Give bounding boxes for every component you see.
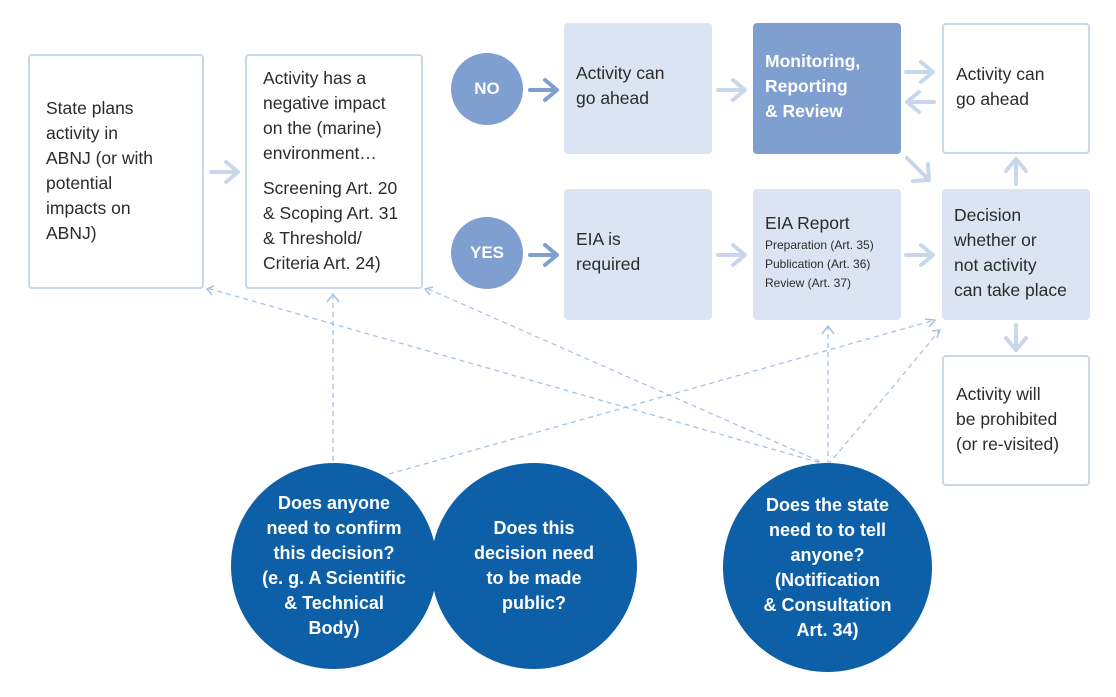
text-line: Activity can xyxy=(956,64,1045,84)
text-line: Criteria Art. 24) xyxy=(263,253,381,273)
text-line: on the (marine) xyxy=(263,118,382,138)
text-line: be prohibited xyxy=(956,409,1058,429)
text-line: State plans xyxy=(46,98,134,118)
circle-tell-anyone: Does the state need to to tell anyone? (… xyxy=(723,463,932,672)
box-go-ahead-1: Activity can go ahead xyxy=(564,23,712,154)
arrow-decision-to-goahead xyxy=(1004,157,1028,186)
box-monitoring: Monitoring, Reporting & Review xyxy=(753,23,901,154)
text-line: whether or xyxy=(954,230,1037,250)
pill-no: NO xyxy=(451,53,523,125)
text-line: Does the state xyxy=(765,494,890,515)
arrow-state-to-impact xyxy=(209,160,240,184)
eia-report-item: Publication (Art. 36) xyxy=(765,257,871,271)
eia-report-item: Review (Art. 37) xyxy=(765,276,852,290)
pill-yes-label: YES xyxy=(469,243,505,262)
text-line: & Review xyxy=(765,101,843,121)
text-line: anyone? xyxy=(790,544,865,565)
pill-yes: YES xyxy=(451,217,523,289)
box-eia-required: EIA is required xyxy=(564,189,712,320)
text-line: Does this xyxy=(493,518,575,538)
text-line: to be made xyxy=(486,568,582,588)
eia-report-item: Preparation (Art. 35) xyxy=(765,238,874,252)
text-line: & Technical xyxy=(284,593,384,613)
text-line: need to confirm xyxy=(266,518,402,538)
text-line: ABNJ) xyxy=(46,223,97,243)
text-line: Screening Art. 20 xyxy=(263,178,398,198)
text-line: go ahead xyxy=(956,89,1029,109)
text-line: & Consultation xyxy=(763,594,892,615)
text-line: public? xyxy=(501,593,566,613)
circle-confirm-decision: Does anyone need to confirm this decisio… xyxy=(231,463,437,669)
arrow-monitoring-to-decision xyxy=(905,156,931,183)
box-eia-report: EIA Report Preparation (Art. 35) Publica… xyxy=(753,189,901,320)
text-line: Art. 34) xyxy=(796,619,859,640)
arrow-yes-to-eia xyxy=(528,243,559,267)
text-line: Activity can xyxy=(576,63,665,83)
text-line: & Threshold/ xyxy=(263,228,362,248)
arrow-goahead-back-to-monitoring xyxy=(905,90,936,114)
box-decision: Decision whether or not activity can tak… xyxy=(942,189,1090,320)
text-line: impacts on xyxy=(46,198,131,218)
text-line: Decision xyxy=(954,205,1022,225)
text-line: Activity will xyxy=(956,384,1041,404)
text-line: potential xyxy=(46,173,113,193)
text-line: need to to tell xyxy=(769,519,886,540)
text-line: (e. g. A Scientific xyxy=(262,568,406,588)
text-line: (or re-visited) xyxy=(956,434,1060,454)
arrow-report-to-decision xyxy=(904,243,935,267)
eia-report-title: EIA Report xyxy=(765,213,850,233)
text-line: Reporting xyxy=(765,76,848,96)
dashed-connectors xyxy=(206,287,941,475)
text-line: not activity xyxy=(954,255,1037,275)
text-line: decision need xyxy=(473,543,595,563)
arrow-goahead-to-monitoring xyxy=(716,78,747,102)
text-line: (Notification xyxy=(775,569,880,590)
circle-made-public: Does this decision need to be made publi… xyxy=(431,463,637,669)
text-line: Activity has a xyxy=(263,68,367,88)
text-line: environment… xyxy=(263,143,377,163)
text-line: Does anyone xyxy=(277,493,391,513)
text-line: activity in xyxy=(46,123,118,143)
text-line: can take place xyxy=(954,280,1067,300)
box-go-ahead-2: Activity can go ahead xyxy=(942,23,1090,154)
box-negative-impact: Activity has a negative impact on the (m… xyxy=(245,54,423,289)
text-line: go ahead xyxy=(576,88,649,108)
text-line: EIA is xyxy=(576,229,621,249)
arrow-no-to-goahead xyxy=(528,78,559,102)
text-line: Body) xyxy=(308,618,360,638)
pill-no-label: NO xyxy=(474,79,500,98)
text-line: ABNJ (or with xyxy=(46,148,153,168)
arrow-decision-to-prohibited xyxy=(1004,323,1028,352)
text-line: negative impact xyxy=(263,93,386,113)
box-prohibited: Activity will be prohibited (or re-visit… xyxy=(942,355,1090,486)
text-line: Monitoring, xyxy=(765,51,861,71)
text-line: required xyxy=(576,254,641,274)
box-state-plans: State plans activity in ABNJ (or with po… xyxy=(28,54,204,289)
arrow-monitoring-to-goahead xyxy=(904,60,935,84)
text-line: this decision? xyxy=(273,543,395,563)
arrow-eia-to-report xyxy=(716,243,747,267)
text-line: & Scoping Art. 31 xyxy=(263,203,399,223)
